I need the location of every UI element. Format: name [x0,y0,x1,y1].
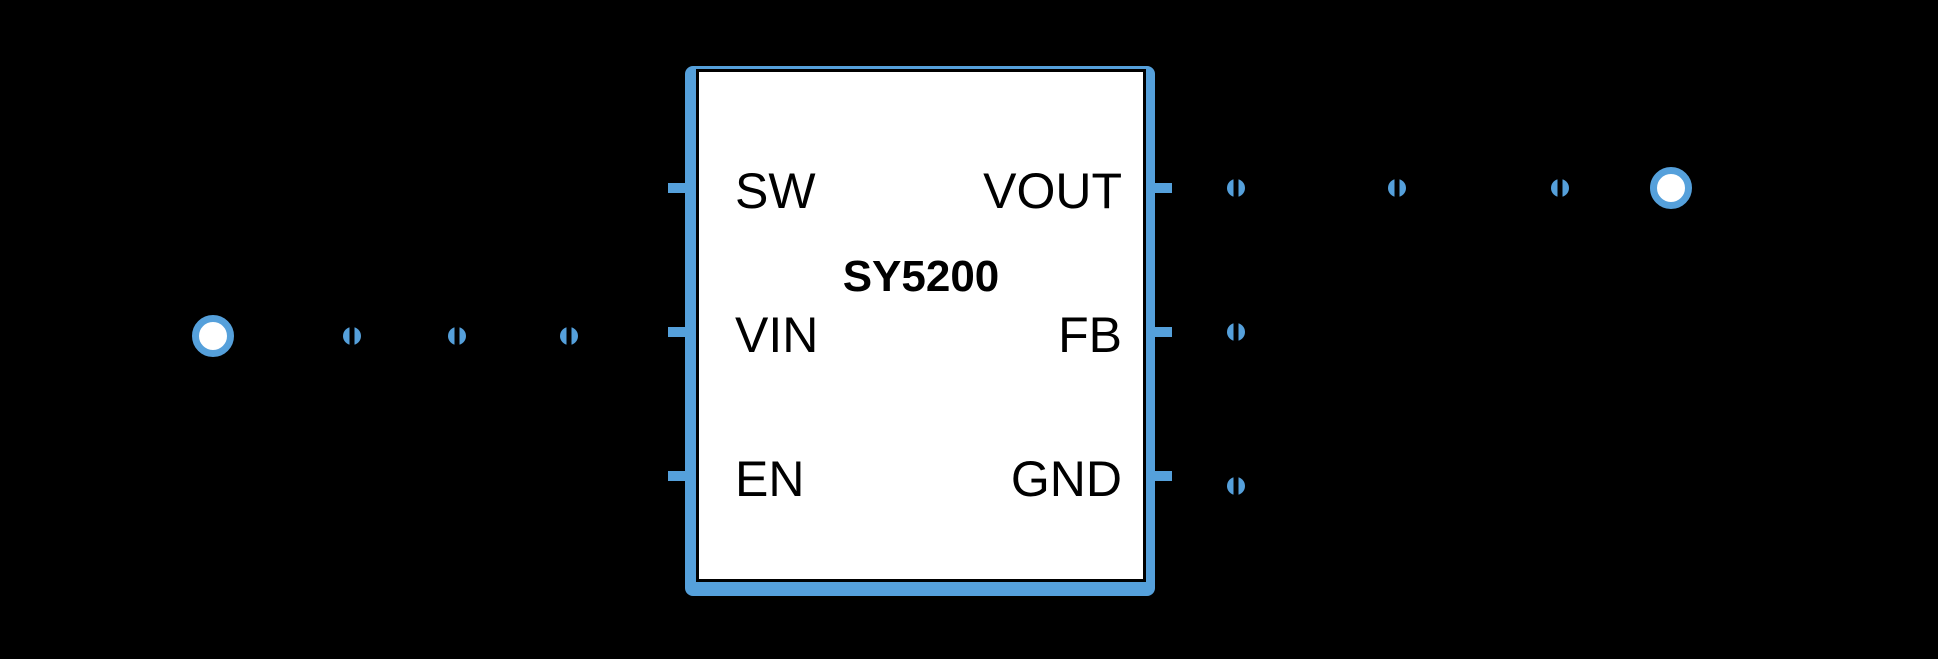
vout-wire [1146,186,1671,190]
fb-wire [1146,330,1246,334]
junction-dot-icon [448,327,466,345]
pin-stub-sw [668,183,692,193]
pin-label-sw: SW [735,163,816,219]
pin-stub-gnd [1148,471,1172,481]
junction-dot-icon [1227,477,1245,495]
junction-dot-icon [1227,323,1245,341]
junction-dot-icon [560,327,578,345]
junction-dot-icon [343,327,361,345]
ic-chip: SW VIN EN VOUT FB GND SY5200 [668,66,1172,596]
pin-stub-fb [1148,327,1172,337]
ic-chip-body: SW VIN EN VOUT FB GND SY5200 [696,69,1146,582]
pin-stub-vout [1148,183,1172,193]
pin-stub-en [668,471,692,481]
junction-dot-icon [1388,179,1406,197]
junction-dot-icon [1227,179,1245,197]
pin-label-vout: VOUT [983,163,1122,219]
output-terminal-icon [1650,167,1692,209]
junction-dot-icon [1551,179,1569,197]
pin-label-en: EN [735,451,805,507]
pin-label-fb: FB [1058,307,1122,363]
gnd-wire [1146,474,1246,478]
pin-label-gnd: GND [1010,451,1122,507]
input-terminal-icon [192,315,234,357]
pin-stub-vin [668,327,692,337]
pin-label-vin: VIN [735,307,819,363]
chip-title: SY5200 [842,252,1000,301]
